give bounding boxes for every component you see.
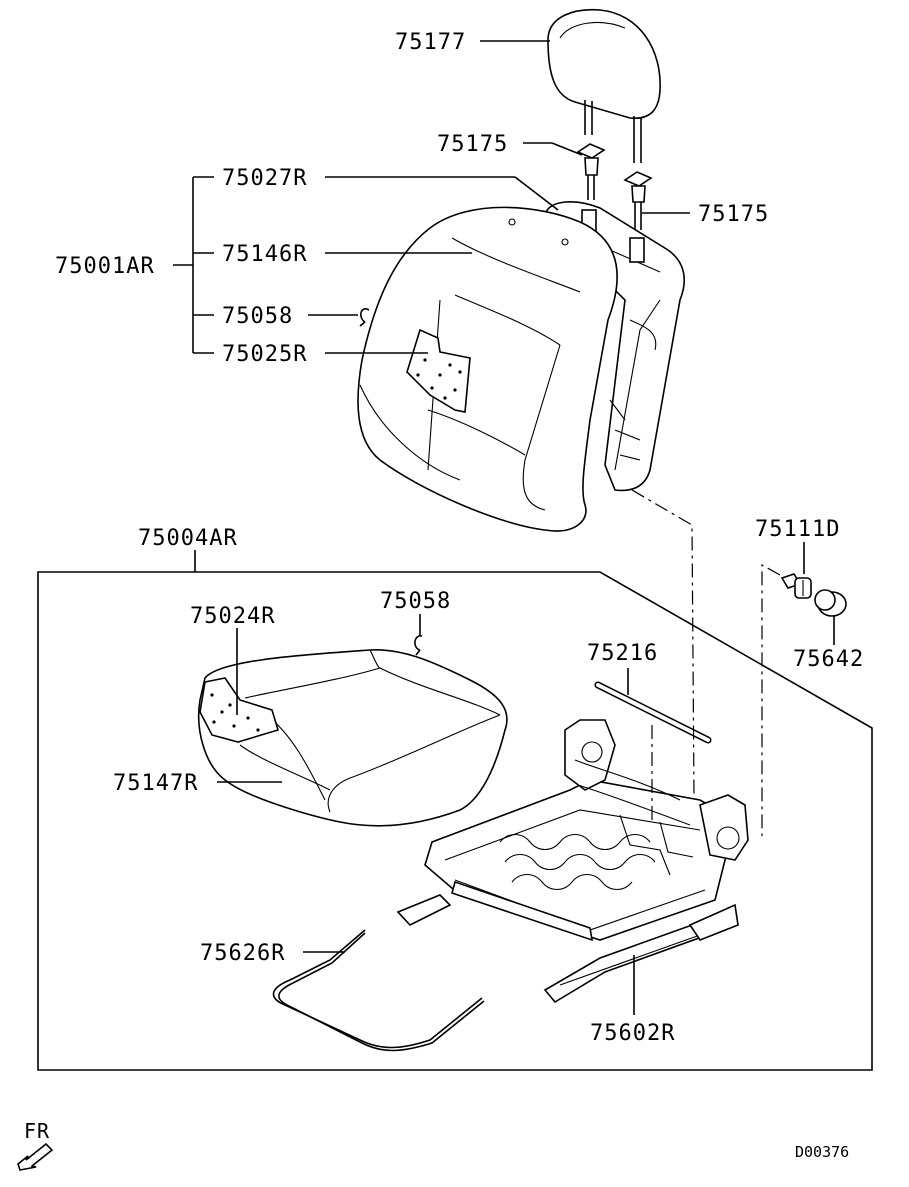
diagram-code: D00376 — [795, 1143, 849, 1161]
back-heater-pad[interactable] — [406, 328, 471, 413]
seat-back-part[interactable] — [357, 201, 686, 532]
back-hog-ring[interactable] — [359, 308, 370, 327]
callout-cap: 75642 — [793, 647, 864, 672]
cushion-hog-ring[interactable] — [414, 635, 423, 656]
headrest-guide-right[interactable] — [623, 171, 653, 230]
seat-frame-part[interactable] — [396, 719, 749, 1004]
alignment-line-bolt — [761, 563, 781, 836]
callout-rod: 75216 — [587, 641, 658, 666]
callout-back-assy: 75001AR — [55, 254, 155, 279]
cap-part[interactable] — [814, 589, 847, 617]
callout-wire: 75626R — [200, 941, 285, 966]
callout-guide-left: 75175 — [437, 132, 508, 157]
leader-lines — [173, 40, 835, 1015]
callout-guide-right: 75175 — [698, 202, 769, 227]
wire-part[interactable] — [272, 929, 483, 1049]
callout-cushion-assy: 75004AR — [138, 526, 238, 551]
headrest-part[interactable] — [547, 8, 661, 163]
callout-back-cover: 75027R — [222, 166, 307, 191]
alignment-line-back — [631, 489, 695, 796]
cushion-assy-outline — [37, 571, 873, 1071]
cushion-heater-pad[interactable] — [199, 677, 279, 743]
front-direction-arrow-icon — [17, 1142, 54, 1171]
callout-headrest: 75177 — [395, 30, 466, 55]
callout-bolt: 75111D — [755, 517, 840, 542]
callout-cushion-hog-ring: 75058 — [380, 589, 451, 614]
callout-cushion-heater: 75024R — [190, 604, 275, 629]
callout-cushion-pad: 75147R — [113, 771, 198, 796]
headrest-guide-left[interactable] — [576, 143, 606, 200]
rod-part[interactable] — [594, 681, 712, 744]
callout-back-heater: 75025R — [222, 342, 307, 367]
callout-adjuster: 75602R — [590, 1021, 675, 1046]
callout-back-pad: 75146R — [222, 242, 307, 267]
callout-back-hog-ring: 75058 — [222, 304, 293, 329]
direction-label: FR — [24, 1119, 50, 1143]
bolt-part[interactable] — [780, 573, 812, 599]
